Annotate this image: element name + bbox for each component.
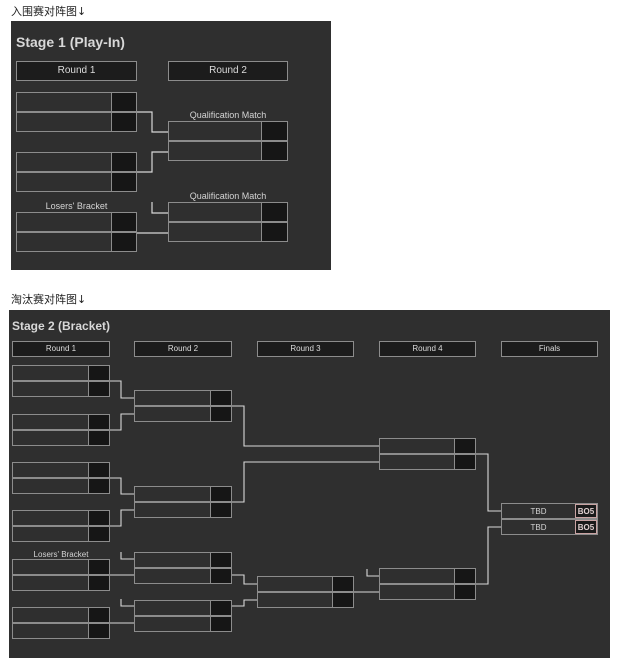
team-slot[interactable] [12, 381, 110, 397]
team-slot[interactable] [134, 600, 232, 616]
team-slot[interactable] [12, 526, 110, 542]
team-slot[interactable] [257, 592, 354, 608]
score-box [454, 585, 475, 599]
team-slot[interactable] [12, 607, 110, 623]
finals-team-slot[interactable]: TBD BO5 [501, 519, 598, 535]
stage2-round1-header: Round 1 [12, 341, 110, 357]
score-box [454, 439, 475, 453]
team-slot[interactable] [134, 616, 232, 632]
score-box [88, 366, 109, 380]
team-slot[interactable] [16, 212, 137, 232]
team-slot[interactable] [168, 121, 288, 141]
score-box [88, 608, 109, 622]
team-slot[interactable] [12, 462, 110, 478]
stage2-panel: Stage 2 (Bracket) Round 1 Round 2 Round … [9, 310, 610, 658]
score-box [210, 391, 231, 405]
team-slot[interactable] [16, 152, 137, 172]
score-box [111, 173, 136, 191]
team-slot[interactable] [257, 576, 354, 592]
stage1-round1-header: Round 1 [16, 61, 137, 81]
team-slot[interactable] [12, 510, 110, 526]
stage1-round2-header: Round 2 [168, 61, 288, 81]
finals-team-name: TBD [530, 506, 547, 516]
finals-format-badge: BO5 [575, 504, 597, 518]
team-slot[interactable] [134, 486, 232, 502]
stage2-title: Stage 2 (Bracket) [12, 319, 111, 333]
stage2-losers-bracket-label: Losers' Bracket [33, 550, 89, 559]
stage1-losers-bracket-label: Losers' Bracket [45, 201, 108, 211]
score-box [454, 569, 475, 583]
score-box [332, 593, 353, 607]
score-box [332, 577, 353, 591]
team-slot[interactable] [12, 478, 110, 494]
team-slot[interactable] [379, 568, 476, 584]
team-slot[interactable] [134, 406, 232, 422]
score-box [88, 511, 109, 525]
team-slot[interactable] [134, 390, 232, 406]
stage2-round2-header: Round 2 [134, 341, 232, 357]
score-box [454, 455, 475, 469]
team-slot[interactable] [16, 92, 137, 112]
score-box [111, 93, 136, 111]
stage1-title: Stage 1 (Play-In) [16, 34, 125, 50]
score-box [261, 142, 287, 160]
stage2-connectors [110, 380, 501, 624]
team-slot[interactable] [168, 141, 288, 161]
team-slot[interactable] [12, 414, 110, 430]
knockout-caption: 淘汰赛对阵图↓ [11, 293, 87, 306]
score-box [210, 617, 231, 631]
score-box [88, 479, 109, 493]
score-box [111, 213, 136, 231]
team-slot[interactable] [16, 112, 137, 132]
score-box [88, 382, 109, 396]
team-slot[interactable] [12, 430, 110, 446]
stage1-connectors [137, 111, 168, 234]
score-box [210, 407, 231, 421]
team-slot[interactable] [12, 365, 110, 381]
stage2-finals-header: Finals [501, 341, 598, 357]
finals-team-slot[interactable]: TBD BO5 [501, 503, 598, 519]
qualification-match-label: Qualification Match [189, 110, 267, 120]
score-box [88, 463, 109, 477]
playin-caption: 入围赛对阵图↓ [11, 5, 87, 18]
team-slot[interactable] [168, 202, 288, 222]
score-box [210, 487, 231, 501]
team-slot[interactable] [168, 222, 288, 242]
qualification-match-label: Qualification Match [189, 191, 267, 201]
score-box [88, 415, 109, 429]
score-box [261, 223, 287, 241]
score-box [111, 233, 136, 251]
stage2-round4-header: Round 4 [379, 341, 476, 357]
stage1-panel: Stage 1 (Play-In) Round 1 Round 2 Losers… [11, 21, 331, 270]
team-slot[interactable] [16, 172, 137, 192]
finals-team-name: TBD [530, 522, 547, 532]
team-slot[interactable] [134, 552, 232, 568]
score-box [88, 527, 109, 541]
score-box [210, 569, 231, 583]
team-slot[interactable] [134, 568, 232, 584]
score-box [210, 503, 231, 517]
score-box [88, 431, 109, 445]
team-slot[interactable] [12, 623, 110, 639]
team-slot[interactable] [12, 559, 110, 575]
team-slot[interactable] [16, 232, 137, 252]
team-slot[interactable] [12, 575, 110, 591]
score-box [111, 153, 136, 171]
team-slot[interactable] [379, 584, 476, 600]
score-box [88, 576, 109, 590]
score-box [210, 553, 231, 567]
score-box [210, 601, 231, 615]
finals-format-badge: BO5 [575, 520, 597, 534]
stage2-round3-header: Round 3 [257, 341, 354, 357]
team-slot[interactable] [379, 438, 476, 454]
team-slot[interactable] [134, 502, 232, 518]
score-box [261, 122, 287, 140]
score-box [261, 203, 287, 221]
team-slot[interactable] [379, 454, 476, 470]
score-box [88, 560, 109, 574]
score-box [88, 624, 109, 638]
score-box [111, 113, 136, 131]
